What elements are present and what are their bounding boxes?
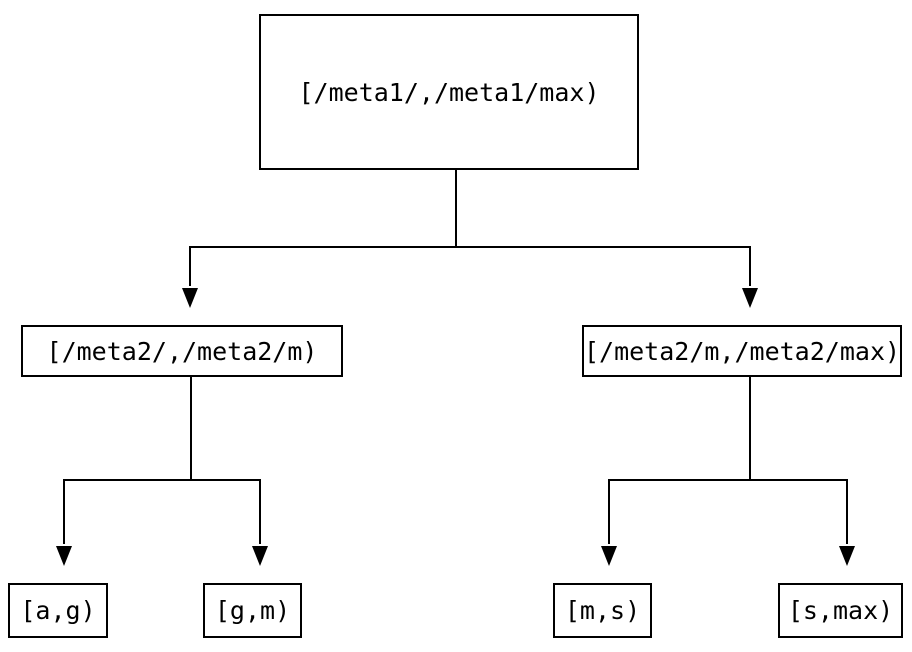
arrowhead-left-leaf-gm: [252, 546, 268, 566]
node-leaf-ag: [a,g): [8, 583, 108, 638]
arrowhead-right-leaf-smax: [839, 546, 855, 566]
arrowhead-left-leaf-ag: [56, 546, 72, 566]
node-leaf-ms: [m,s): [553, 583, 652, 638]
node-meta2-high: [/meta2/m,/meta2/max): [582, 325, 902, 377]
edge-right-leaf-smax: [749, 377, 848, 544]
arrowhead-right-leaf-ms: [601, 546, 617, 566]
edge-root-left: [189, 170, 457, 286]
edge-right-leaf-ms: [608, 377, 751, 544]
node-meta2-low: [/meta2/,/meta2/m): [21, 325, 343, 377]
edge-left-leaf-ag: [63, 377, 192, 544]
edge-root-right: [455, 170, 751, 286]
edge-left-leaf-gm: [190, 377, 261, 544]
arrowhead-root-left: [182, 288, 198, 308]
node-root: [/meta1/,/meta1/max): [259, 14, 639, 170]
node-leaf-gm: [g,m): [203, 583, 302, 638]
arrowhead-root-right: [742, 288, 758, 308]
node-leaf-smax: [s,max): [778, 583, 903, 638]
